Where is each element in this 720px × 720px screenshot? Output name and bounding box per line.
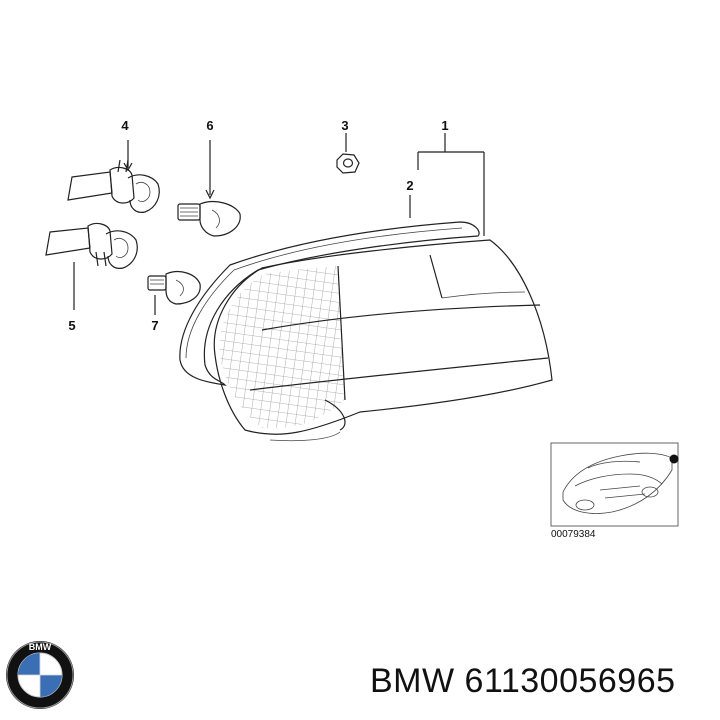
callout-3: 3 — [341, 118, 348, 133]
callout-5: 5 — [68, 318, 75, 333]
callout-4: 4 — [121, 118, 129, 133]
brand-name: BMW — [370, 662, 455, 700]
bulb-holder-upper — [67, 140, 160, 213]
nut-part — [336, 133, 360, 174]
lamp-lens — [213, 239, 553, 435]
bulb-lower — [147, 271, 201, 315]
bmw-logo: BMW — [6, 641, 74, 709]
logo-lettering: BMW — [29, 642, 52, 652]
part-number: 61130056965 — [464, 662, 676, 700]
vehicle-location-inset — [550, 442, 679, 527]
callout-2: 2 — [406, 178, 413, 193]
diagram-code: 00079384 — [551, 529, 596, 540]
leader-lines — [409, 133, 485, 236]
location-marker-dot — [669, 454, 679, 464]
callout-1: 1 — [441, 118, 448, 133]
part-caption: BMW 61130056965 — [370, 662, 676, 701]
bulb-holder-lower — [45, 222, 138, 310]
callout-7: 7 — [151, 318, 158, 333]
bulb-upper — [177, 140, 241, 237]
callout-6: 6 — [206, 118, 213, 133]
tail-lamp-assembly — [179, 221, 553, 442]
